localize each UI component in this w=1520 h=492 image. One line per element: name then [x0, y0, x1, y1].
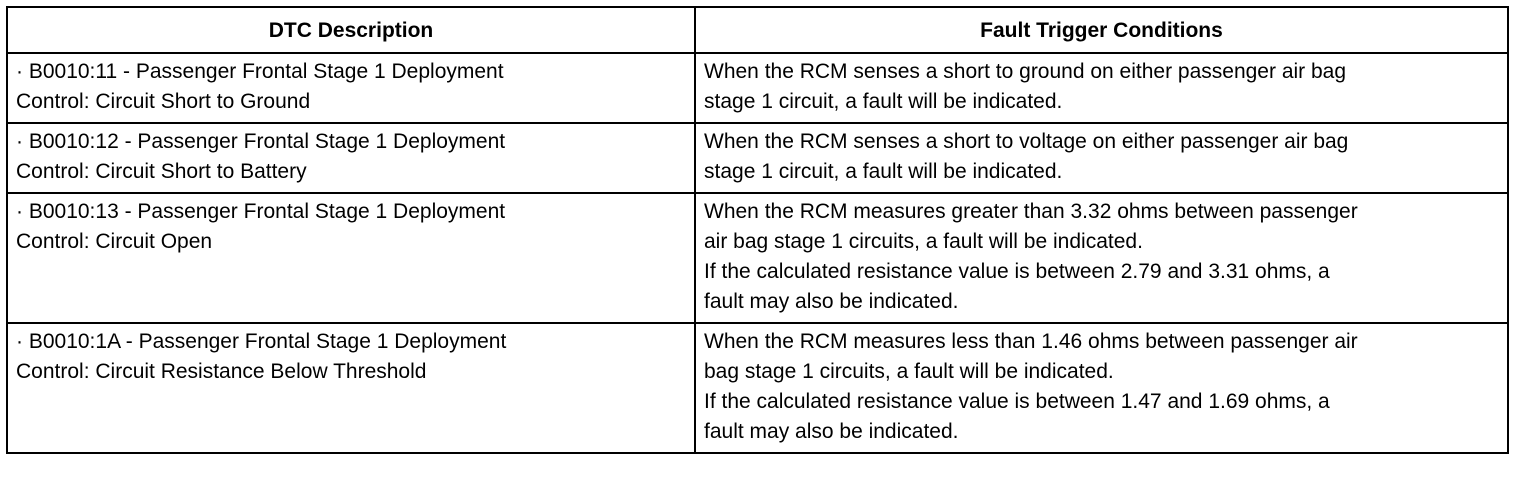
dtc-description-cell: · B0010:12 - Passenger Frontal Stage 1 D…	[6, 122, 696, 194]
dtc-table: DTC Description Fault Trigger Conditions…	[6, 6, 1509, 454]
dtc-description-cell: · B0010:11 - Passenger Frontal Stage 1 D…	[6, 52, 696, 124]
cell-line: If the calculated resistance value is be…	[704, 390, 1330, 413]
cell-line: · B0010:11 - Passenger Frontal Stage 1 D…	[16, 60, 504, 83]
cell-line: Control: Circuit Short to Battery	[16, 160, 307, 183]
dtc-table-container: DTC Description Fault Trigger Conditions…	[6, 6, 1509, 454]
cell-line: bag stage 1 circuits, a fault will be in…	[704, 360, 1114, 383]
cell-line: When the RCM senses a short to voltage o…	[704, 130, 1349, 153]
cell-line: air bag stage 1 circuits, a fault will b…	[704, 230, 1143, 253]
column-header-fault-trigger-conditions: Fault Trigger Conditions	[694, 6, 1509, 54]
cell-line: stage 1 circuit, a fault will be indicat…	[704, 90, 1063, 113]
cell-line: fault may also be indicated.	[704, 290, 959, 313]
cell-line: When the RCM senses a short to ground on…	[704, 60, 1347, 83]
cell-line: Control: Circuit Resistance Below Thresh…	[16, 360, 427, 383]
cell-line: Control: Circuit Open	[16, 230, 213, 253]
dtc-description-cell: · B0010:13 - Passenger Frontal Stage 1 D…	[6, 192, 696, 324]
fault-conditions-cell: When the RCM measures greater than 3.32 …	[694, 192, 1509, 324]
table-row: · B0010:13 - Passenger Frontal Stage 1 D…	[6, 192, 1509, 324]
column-header-dtc-description: DTC Description	[6, 6, 696, 54]
fault-conditions-cell: When the RCM senses a short to ground on…	[694, 52, 1509, 124]
dtc-description-cell: · B0010:1A - Passenger Frontal Stage 1 D…	[6, 322, 696, 454]
cell-line: fault may also be indicated.	[704, 420, 959, 443]
cell-line: · B0010:13 - Passenger Frontal Stage 1 D…	[16, 200, 506, 223]
fault-conditions-cell: When the RCM measures less than 1.46 ohm…	[694, 322, 1509, 454]
table-header-row: DTC Description Fault Trigger Conditions	[6, 6, 1509, 54]
cell-line: · B0010:12 - Passenger Frontal Stage 1 D…	[16, 130, 506, 153]
table-row: · B0010:12 - Passenger Frontal Stage 1 D…	[6, 122, 1509, 194]
cell-line: Control: Circuit Short to Ground	[16, 90, 311, 113]
cell-line: If the calculated resistance value is be…	[704, 260, 1330, 283]
fault-conditions-cell: When the RCM senses a short to voltage o…	[694, 122, 1509, 194]
cell-line: When the RCM measures less than 1.46 ohm…	[704, 330, 1358, 353]
cell-line: When the RCM measures greater than 3.32 …	[704, 200, 1358, 223]
table-row: · B0010:11 - Passenger Frontal Stage 1 D…	[6, 52, 1509, 124]
cell-line: stage 1 circuit, a fault will be indicat…	[704, 160, 1063, 183]
cell-line: · B0010:1A - Passenger Frontal Stage 1 D…	[16, 330, 507, 353]
table-row: · B0010:1A - Passenger Frontal Stage 1 D…	[6, 322, 1509, 454]
